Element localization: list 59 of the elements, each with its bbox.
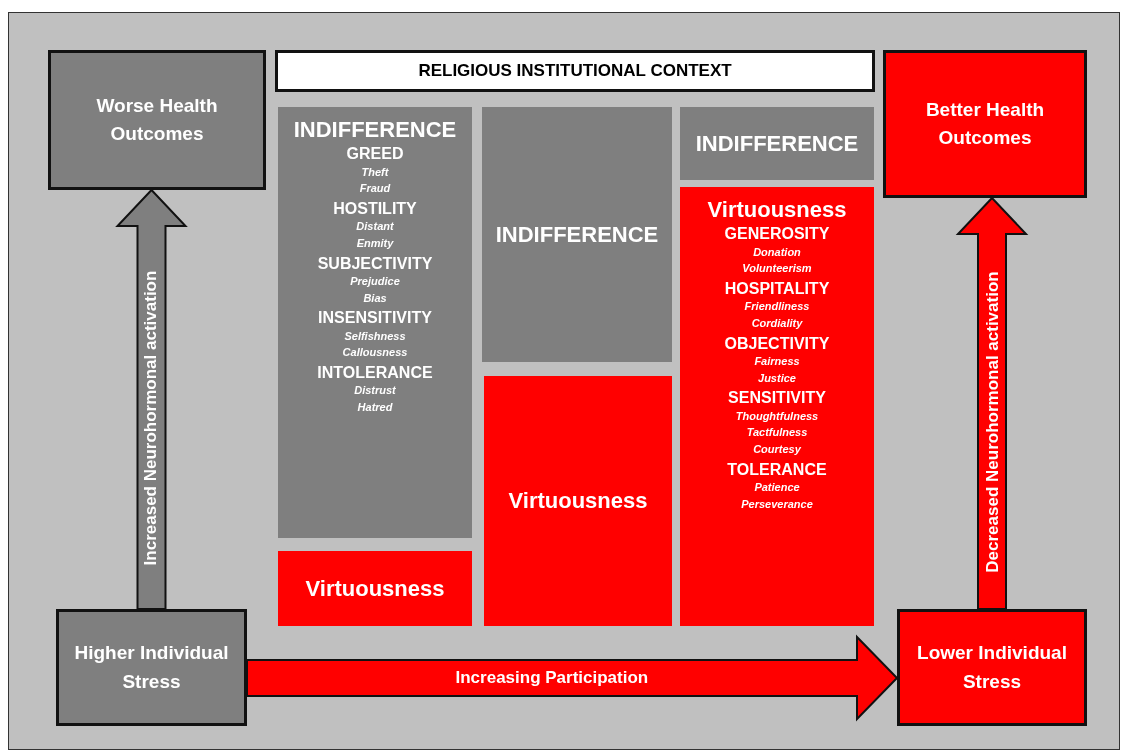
category-title: INDIFFERENCE [695,130,859,157]
trait-item: Bias [363,291,387,305]
trait-heading: SUBJECTIVITY [317,254,433,274]
box-label: Better Health Outcomes [924,97,1046,150]
edge-label: Increasing Participation [455,668,649,688]
trait-item: Distant [356,220,394,233]
trait-item: Patience [754,481,800,494]
edge-label: Decreased Neurohormonal activation [982,270,1003,573]
outcome-box [883,50,1087,198]
trait-heading: GENEROSITY [724,225,830,244]
trait-item: Friendliness [744,300,810,313]
heading: RELIGIOUS INSTITUTIONAL CONTEXT [418,61,732,81]
trait-heading: HOSTILITY [333,199,417,219]
block-arrow [955,196,1029,610]
category-title: INDIFFERENCE [293,117,457,143]
trait-heading: GREED [346,145,404,164]
category-box [680,107,874,180]
outcome-box [56,609,247,726]
context-banner [275,50,875,92]
category-box [484,376,672,626]
trait-item: Donation [753,245,801,259]
trait-item: Fairness [754,355,800,368]
trait-heading: SENSITIVITY [728,389,826,408]
trait-item: Fraud [359,182,391,195]
category-box [278,551,472,626]
edge-label: Increased Neurohormonal activation [141,270,162,565]
trait-item: Hatred [357,401,393,414]
category-box [680,187,874,626]
outcome-box [897,609,1087,726]
trait-item: Enmity [356,237,394,250]
trait-item: Volunteerism [742,262,812,275]
trait-item: Distrust [354,384,396,397]
category-box [278,107,472,538]
trait-item: Thoughtfulness [735,409,819,423]
trait-item: Justice [758,371,796,385]
block-arrow [115,188,188,610]
trait-item: Selfishness [344,329,406,343]
trait-item: Cordiality [751,317,803,330]
trait-heading: INTOLERANCE [317,364,433,383]
trait-item: Callousness [342,346,408,359]
trait-item: Tactfulness [746,426,808,439]
category-title: Virtuousness [508,488,648,514]
trait-heading: HOSPITALITY [724,279,830,299]
block-arrow [246,634,899,722]
trait-heading: TOLERANCE [727,460,827,479]
category-title: Virtuousness [707,197,847,223]
trait-item: Prejudice [350,275,400,288]
box-label: Worse Health Outcomes [95,93,219,146]
trait-item: Perseverance [741,497,813,511]
trait-heading: INSENSITIVITY [318,309,432,328]
outcome-box [48,50,266,190]
trait-item: Theft [361,165,389,179]
box-label: Higher Individual Stress [73,641,230,694]
box-label: Lower Individual Stress [916,641,1068,694]
category-box [482,107,672,362]
trait-heading: OBJECTIVITY [724,334,830,354]
category-title: INDIFFERENCE [495,221,659,248]
category-title: Virtuousness [305,575,445,602]
trait-item: Courtesy [753,443,801,456]
